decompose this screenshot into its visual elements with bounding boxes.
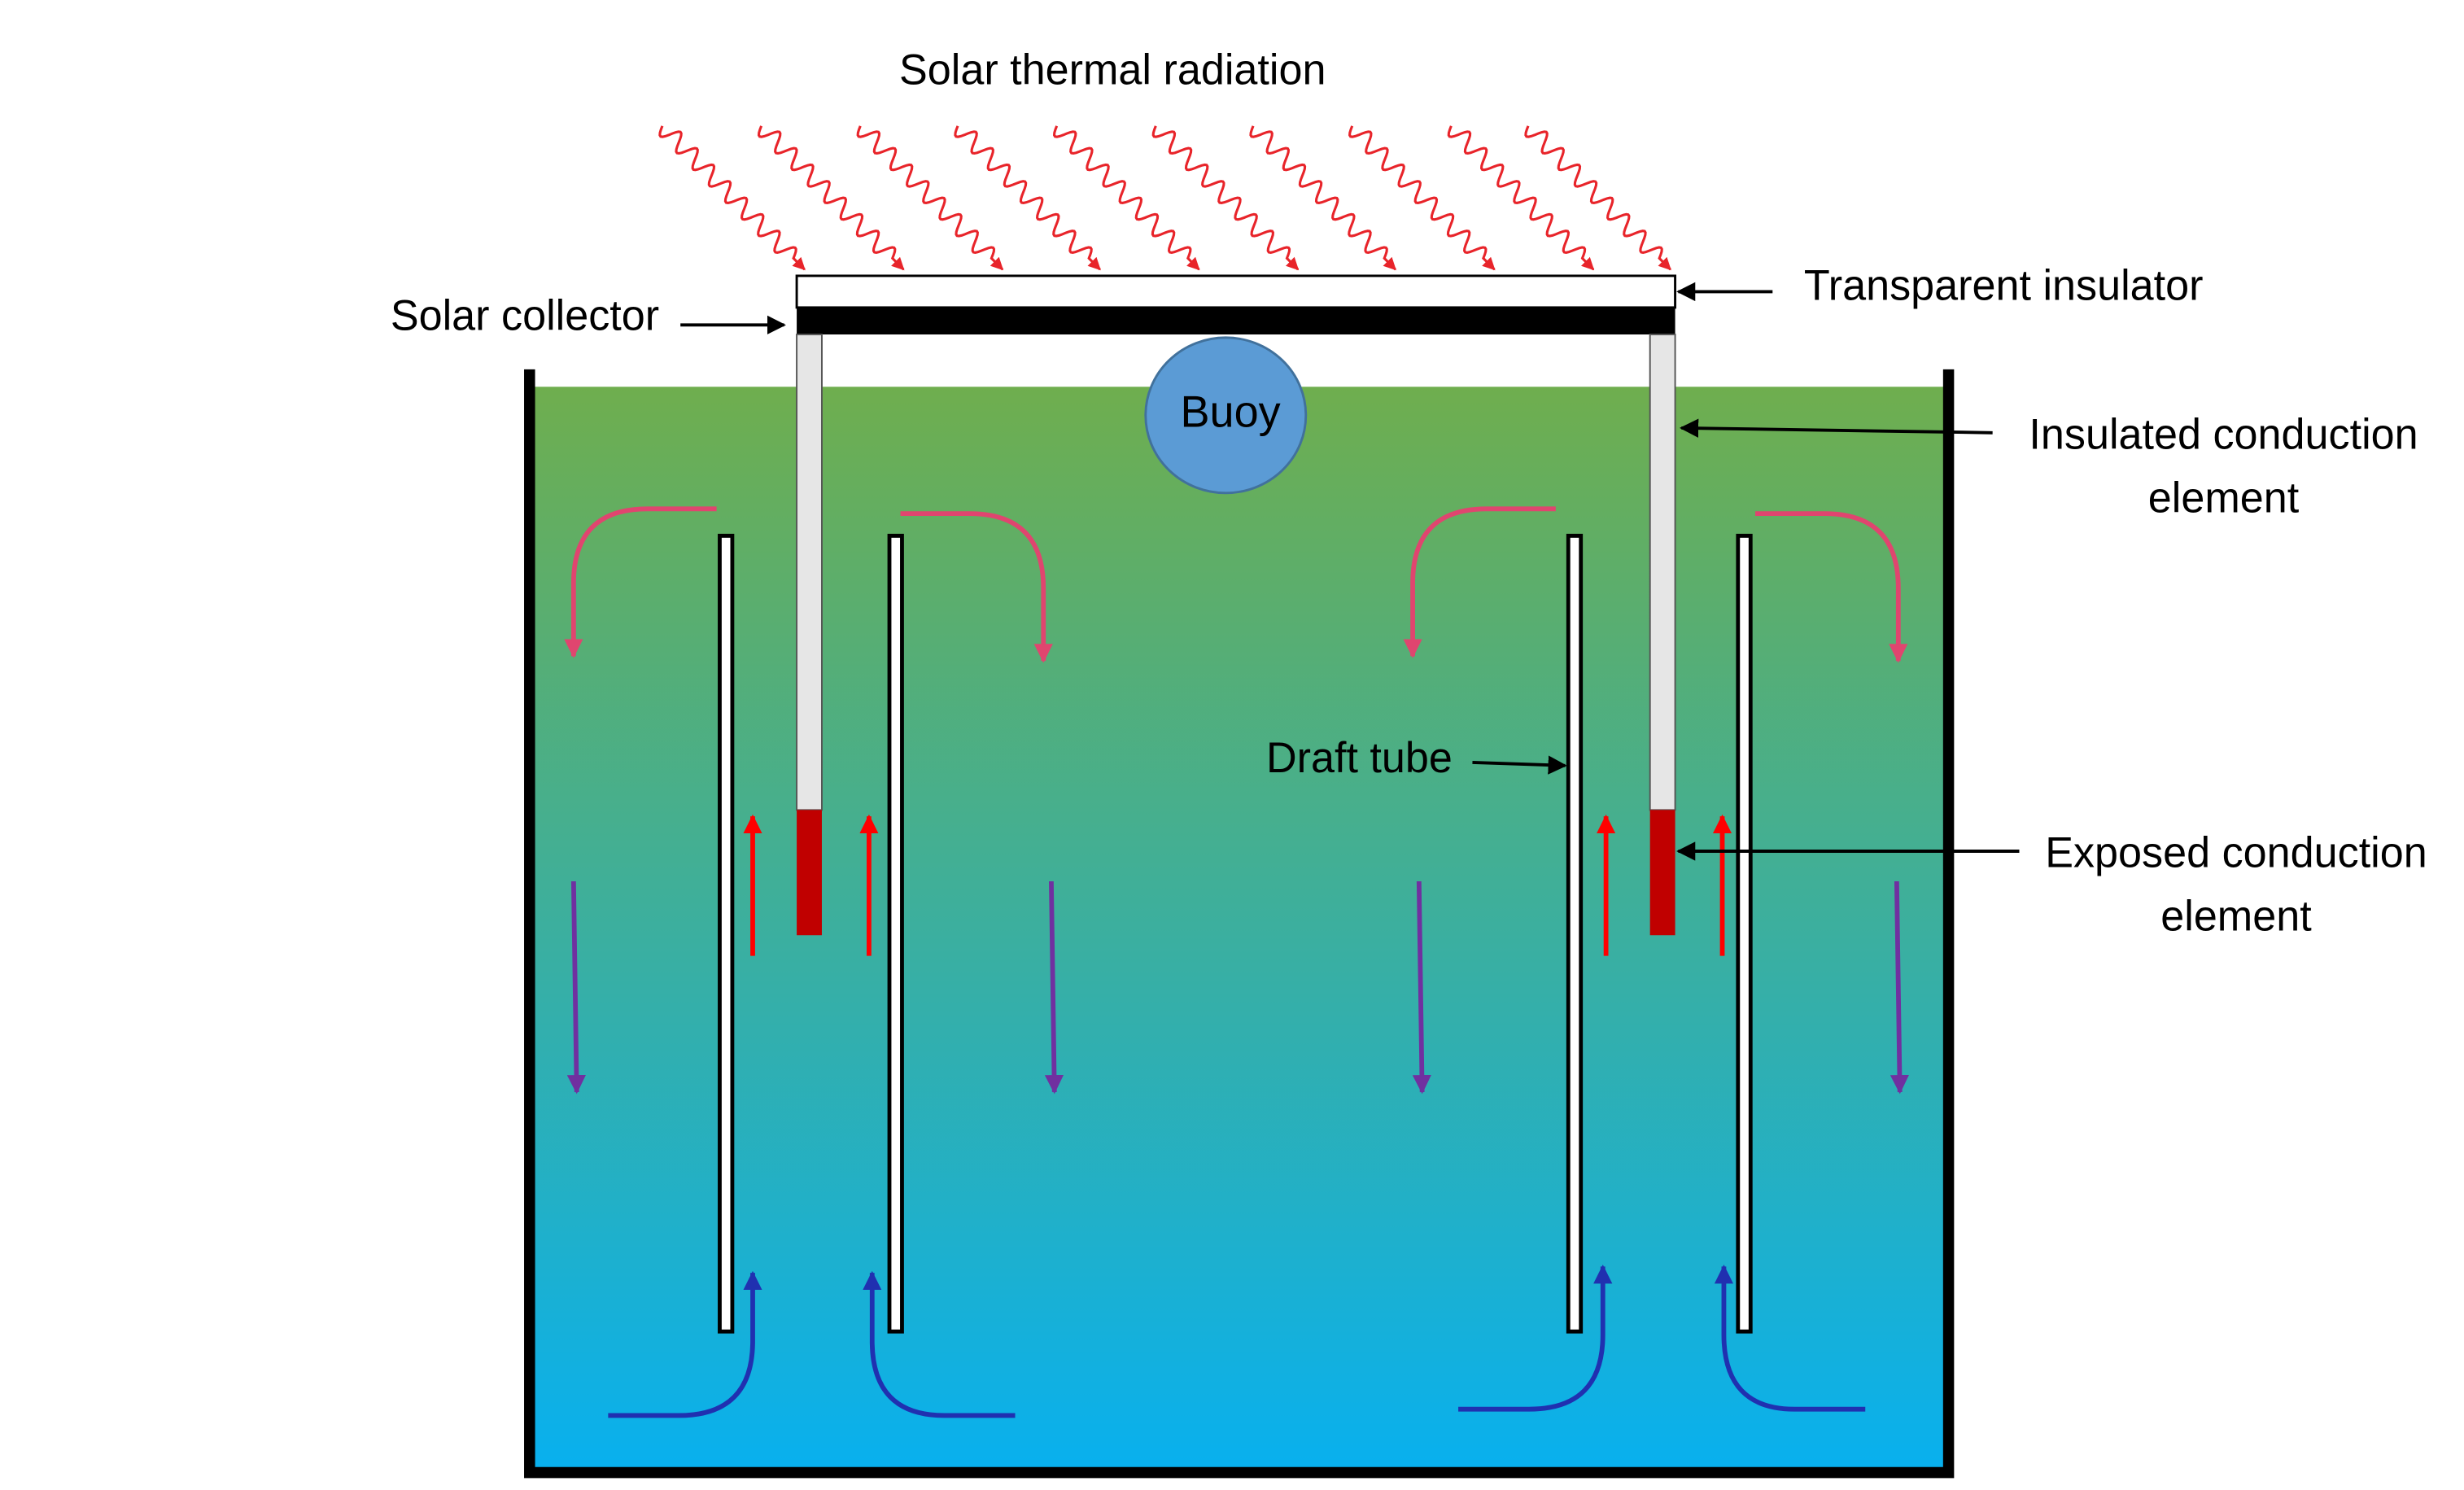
radiation-ray-9: [1447, 125, 1595, 271]
radiation-ray-10: [1524, 125, 1671, 271]
cool-flow-arrow-3: [1412, 880, 1431, 1095]
radiation-ray-7: [1249, 125, 1396, 271]
radiation-ray-8: [1348, 125, 1496, 271]
pond-water: [532, 387, 1949, 1473]
deep-flow-arrow-2: [863, 1270, 1016, 1418]
buoy-label: Buoy: [1180, 387, 1281, 437]
buoy: [1144, 336, 1308, 495]
surface-flow-arrow-1: [564, 506, 717, 658]
pond-tank: [524, 369, 1955, 1479]
cool-flow-arrow-4: [1890, 880, 1909, 1095]
solar-collector: [797, 307, 1675, 335]
insulated-element-label-line2: element: [2148, 474, 2300, 522]
transparent-insulator-label: Transparent insulator: [1804, 262, 2204, 309]
insulated-element-pointer: [1679, 418, 1993, 438]
radiation-ray-6: [1151, 125, 1300, 271]
deep-flow-arrow-4: [1714, 1265, 1866, 1412]
exposed-element-label-line1: Exposed conduction: [2045, 830, 2427, 877]
transparent-insulator: [795, 274, 1677, 309]
draft-tube-label: Draft tube: [1266, 735, 1453, 782]
cool-flow-arrow-2: [1044, 880, 1064, 1095]
solar-collector-label: Solar collector: [391, 292, 659, 339]
solar-radiation-rays: [658, 125, 1671, 271]
radiation-ray-5: [1052, 125, 1200, 271]
exposed-element-label-line2: element: [2160, 893, 2312, 940]
surface-flow-arrow-4: [1755, 511, 1908, 663]
insulated-conduction-element-left: [796, 334, 823, 811]
draft-tube-2: [887, 533, 904, 1334]
draft-tube-1: [718, 533, 735, 1334]
draft-tube-pointer: [1472, 755, 1567, 775]
surface-flow-arrow-2: [900, 511, 1053, 663]
deep-flow-arrow-1: [608, 1270, 762, 1418]
radiation-ray-4: [954, 125, 1101, 271]
draft-tube-4: [1736, 533, 1753, 1334]
insulated-conduction-element-right: [1649, 334, 1676, 811]
insulated-element-label-line1: Insulated conduction: [2029, 411, 2418, 458]
radiation-ray-2: [757, 125, 905, 271]
radiation-ray-1: [658, 125, 806, 271]
radiation-label: Solar thermal radiation: [899, 46, 1326, 94]
draft-tube-3: [1566, 533, 1584, 1334]
surface-flow-arrow-3: [1403, 506, 1556, 658]
exposed-conduction-element-right: [1649, 810, 1675, 936]
radiation-ray-3: [856, 125, 1004, 271]
deep-flow-arrow-3: [1458, 1265, 1613, 1412]
cool-flow-arrow-1: [566, 880, 586, 1095]
exposed-conduction-element-left: [797, 810, 822, 936]
